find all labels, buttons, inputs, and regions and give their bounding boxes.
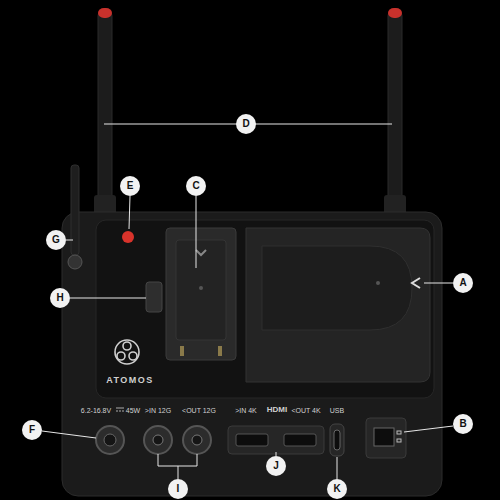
- ethernet-housing: [366, 418, 406, 458]
- leader-lines: [42, 124, 453, 479]
- printed-label: 45W: [126, 407, 140, 414]
- screw: [199, 286, 203, 290]
- battery-plate-inner: [176, 240, 226, 340]
- power-pin: [104, 434, 116, 446]
- callout-letter: K: [333, 484, 340, 494]
- printed-label: <OUT 12G: [182, 407, 216, 414]
- contact: [180, 346, 184, 356]
- callout-circle: K: [327, 479, 347, 499]
- callout-letter: J: [273, 461, 279, 471]
- printed-label: HDMI: [267, 406, 287, 414]
- callout-circle: H: [50, 288, 70, 308]
- antenna-connector: [68, 255, 82, 269]
- hdmi-port: [284, 434, 316, 446]
- power-connector: [96, 426, 124, 454]
- callout-circle: F: [22, 420, 42, 440]
- ethernet-port: [374, 428, 394, 446]
- printed-label: 6.2-16.8V: [81, 407, 111, 414]
- screw: [376, 281, 380, 285]
- logo: [115, 340, 139, 364]
- callout-letter: H: [56, 293, 63, 303]
- printed-label: >IN 4K: [235, 407, 257, 414]
- callout-circle: D: [236, 114, 256, 134]
- antenna: [388, 10, 402, 210]
- antenna-tip: [98, 8, 112, 18]
- bnc-connector: [144, 426, 172, 454]
- device-body: [62, 212, 442, 496]
- lock-clip: [146, 282, 162, 312]
- callout-letter: B: [459, 419, 466, 429]
- callout-circle: G: [46, 230, 66, 250]
- bnc-pin: [192, 435, 202, 445]
- logo-mark: [196, 250, 206, 255]
- callout-letter: E: [127, 181, 134, 191]
- rear-recess: [96, 220, 434, 398]
- usb-port: [334, 430, 340, 450]
- leader-line: [424, 283, 453, 284]
- leader-line: [404, 426, 453, 432]
- plate-arrow: [412, 278, 420, 288]
- bnc-pin: [153, 435, 163, 445]
- dc-symbol: [116, 408, 124, 411]
- callout-letter: C: [192, 181, 199, 191]
- printed-label: USB: [330, 407, 344, 414]
- callout-circle: A: [453, 273, 473, 293]
- battery-plate: [166, 228, 236, 360]
- plate-recess: [262, 246, 412, 330]
- callout-circle: B: [453, 414, 473, 434]
- antenna-tip: [388, 8, 402, 18]
- callout-circle: J: [266, 456, 286, 476]
- callout-circle: E: [120, 176, 140, 196]
- callout-circle: I: [168, 479, 188, 499]
- callout-letter: D: [242, 119, 249, 129]
- bnc-connector: [183, 426, 211, 454]
- leader-line: [42, 431, 96, 438]
- leader-line: [196, 196, 197, 268]
- callout-letter: I: [177, 484, 180, 494]
- printed-label: ATOMOS: [106, 376, 154, 385]
- leader-line: [70, 298, 146, 299]
- printed-label: >IN 12G: [145, 407, 171, 414]
- usb-housing: [330, 424, 344, 456]
- callout-letter: F: [29, 425, 35, 435]
- mount-plate: [246, 228, 430, 382]
- hdmi-panel: [228, 426, 324, 454]
- small-antenna: [71, 165, 79, 255]
- callout-circle: C: [186, 176, 206, 196]
- leader-line: [129, 196, 130, 229]
- printed-label: <OUT 4K: [291, 407, 320, 414]
- callout-letter: G: [52, 235, 60, 245]
- tally-light: [122, 231, 134, 243]
- antenna: [98, 10, 112, 210]
- callout-letter: A: [459, 278, 466, 288]
- contact: [218, 346, 222, 356]
- bracket: [158, 454, 197, 479]
- leader-line: [66, 240, 73, 241]
- leader-line: [337, 457, 338, 479]
- hdmi-port: [236, 434, 268, 446]
- network-icon: [397, 431, 401, 442]
